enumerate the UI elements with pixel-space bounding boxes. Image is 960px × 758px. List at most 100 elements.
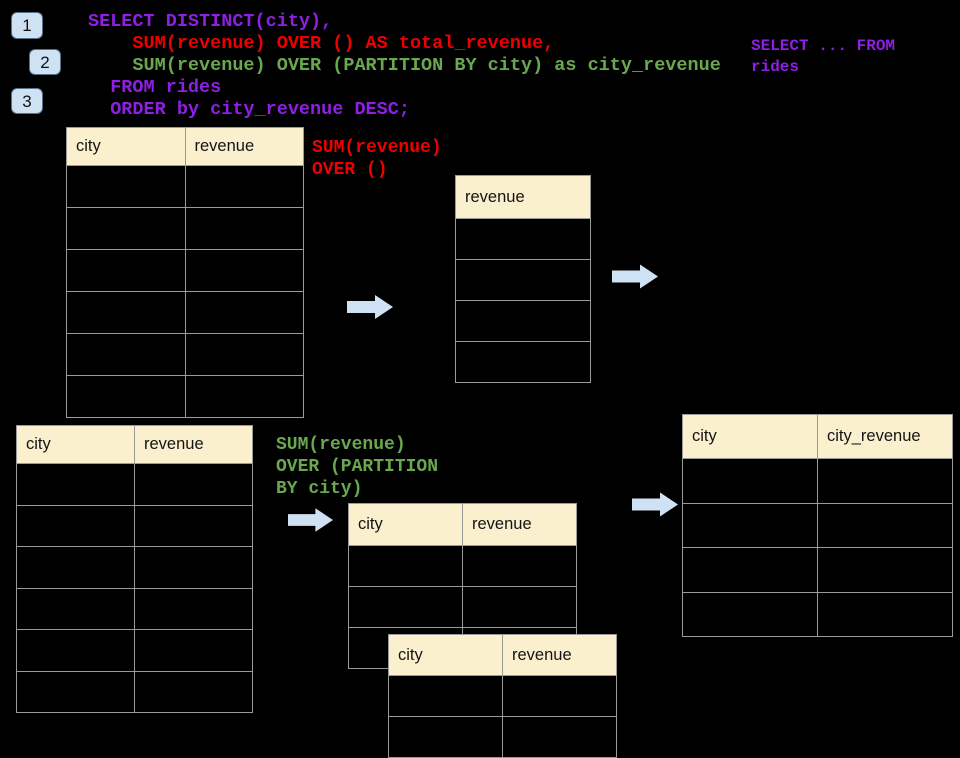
table-row	[16, 587, 253, 630]
table-row	[66, 291, 304, 334]
empty-cell	[16, 504, 135, 547]
empty-cell	[134, 546, 253, 589]
empty-cell	[682, 458, 818, 504]
empty-cell	[682, 547, 818, 593]
table-row	[16, 670, 253, 713]
column-header: city	[348, 503, 463, 546]
sql-code-block: SELECT DISTINCT(city),SUM(revenue) OVER …	[88, 11, 721, 121]
flow-arrow-2	[612, 264, 658, 289]
empty-cell	[817, 458, 953, 504]
sql-code-line: SUM(revenue) OVER (PARTITION BY city) as…	[132, 55, 721, 76]
table-row	[348, 545, 577, 587]
empty-cell	[455, 218, 591, 260]
empty-cell	[817, 591, 953, 637]
table-row	[682, 458, 953, 504]
sql-code-line: ORDER by city_revenue DESC;	[110, 99, 410, 120]
empty-cell	[184, 249, 304, 292]
label-line: OVER (PARTITION	[276, 457, 439, 477]
label-line: SUM(revenue)	[276, 435, 406, 455]
table-row	[66, 165, 304, 208]
table-row	[455, 259, 591, 301]
empty-cell	[682, 591, 818, 637]
table-row	[66, 333, 304, 376]
column-header: city	[388, 634, 503, 676]
empty-cell	[16, 629, 135, 672]
column-header: city	[66, 127, 186, 166]
sql-code-line: SUM(revenue) OVER () AS total_revenue,	[132, 33, 555, 54]
table-row	[455, 341, 591, 383]
flow-arrow-3	[288, 508, 333, 532]
table-row	[682, 591, 953, 637]
table-row	[682, 547, 953, 593]
empty-cell	[16, 546, 135, 589]
column-header: revenue	[462, 503, 577, 546]
label-line: rides	[751, 58, 800, 76]
empty-cell	[16, 670, 135, 713]
label-sum-over-all: SUM(revenue)OVER ()	[312, 137, 442, 181]
table-row	[455, 218, 591, 260]
empty-cell	[134, 463, 253, 506]
empty-cell	[388, 716, 503, 758]
column-header: revenue	[134, 425, 253, 464]
table-row	[682, 502, 953, 548]
column-header: city_revenue	[817, 414, 953, 459]
column-header: city	[16, 425, 135, 464]
slide-canvas: 1 2 3 SELECT DISTINCT(city),SUM(revenue)…	[11, 11, 953, 758]
label-line: OVER ()	[312, 160, 388, 180]
table-row	[16, 463, 253, 506]
column-header: revenue	[502, 634, 617, 676]
table-row	[16, 504, 253, 547]
empty-cell	[184, 291, 304, 334]
from-rides-note: SELECT ... FROM rides	[751, 36, 895, 78]
table-row	[16, 629, 253, 672]
empty-cell	[184, 207, 304, 250]
empty-cell	[16, 463, 135, 506]
empty-cell	[66, 333, 186, 376]
sql-code-line: FROM rides	[110, 77, 222, 98]
label-line: BY city)	[276, 479, 363, 499]
table-row	[388, 675, 617, 717]
flow-arrow-1	[347, 295, 393, 319]
table-row	[348, 586, 577, 628]
table-total-revenue: revenue	[455, 175, 591, 383]
label-line: SUM(revenue)	[312, 138, 442, 158]
empty-cell	[66, 165, 186, 208]
step-badge-3: 3	[11, 88, 43, 114]
empty-cell	[388, 675, 503, 717]
table-row	[66, 249, 304, 292]
label-line: SELECT ... FROM	[751, 37, 896, 55]
table-row	[66, 375, 304, 418]
sql-code-line: SELECT DISTINCT(city),	[88, 11, 333, 32]
empty-cell	[184, 165, 304, 208]
empty-cell	[16, 587, 135, 630]
empty-cell	[66, 291, 186, 334]
empty-cell	[502, 675, 617, 717]
empty-cell	[462, 586, 577, 628]
empty-cell	[455, 300, 591, 342]
empty-cell	[134, 629, 253, 672]
empty-cell	[66, 249, 186, 292]
empty-cell	[134, 587, 253, 630]
column-header: revenue	[455, 175, 591, 219]
empty-cell	[817, 547, 953, 593]
flow-arrow-4	[632, 492, 678, 517]
empty-cell	[134, 504, 253, 547]
table-row	[388, 716, 617, 758]
table-row	[455, 300, 591, 342]
step-badge-2: 2	[29, 49, 61, 75]
empty-cell	[455, 341, 591, 383]
column-header: revenue	[184, 127, 304, 166]
empty-cell	[348, 586, 463, 628]
empty-cell	[134, 670, 253, 713]
empty-cell	[462, 545, 577, 587]
empty-cell	[66, 207, 186, 250]
empty-cell	[348, 545, 463, 587]
empty-cell	[66, 375, 186, 418]
table-row	[16, 546, 253, 589]
step-badge-1: 1	[11, 12, 43, 39]
